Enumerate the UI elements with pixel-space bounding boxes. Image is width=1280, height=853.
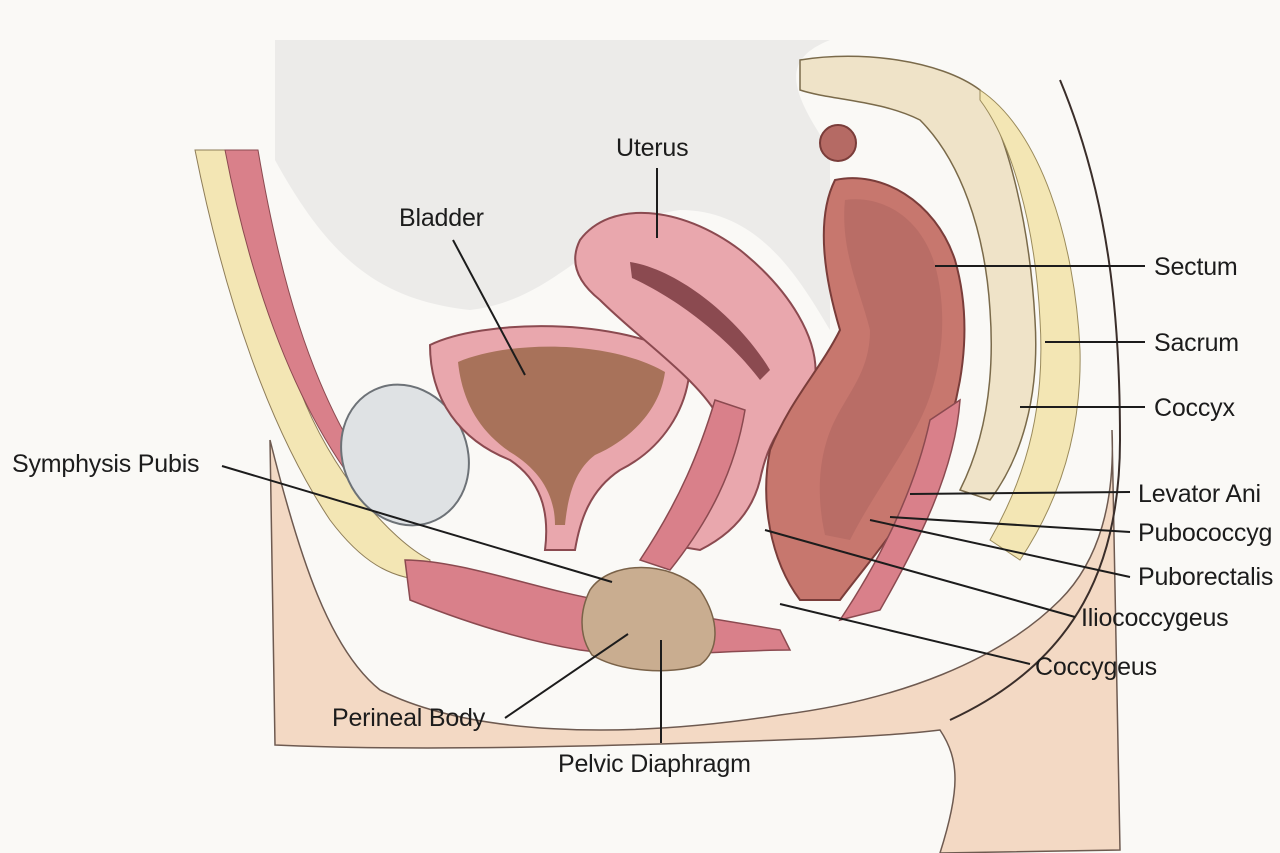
label-coccygeus: Coccygeus [1035,653,1157,681]
bladder-lumen [458,346,665,525]
label-pubococcygeus: Pubococcyg [1138,519,1273,547]
label-symphysis-pubis: Symphysis Pubis [12,450,200,478]
label-perineal-body: Perineal Body [332,704,486,732]
back-skin-outline [949,79,1122,721]
uterine-cavity [630,262,770,380]
leader-coccygeus [779,603,1031,665]
label-levator-ani: Levator Ani [1138,480,1261,508]
leader-bladder [452,239,526,376]
sigmoid-colon [819,124,857,162]
label-sacrum: Sacrum [1154,329,1239,357]
leader-lines [221,168,1145,743]
vagina [638,399,746,571]
body-skin [269,429,1121,853]
rectum-lumen [819,199,943,540]
levator-ani-muscle [838,398,961,622]
label-iliococcygeus: Iliococcygeus [1081,604,1229,632]
leader-symphysis-pubis [221,465,613,583]
uterus-body [574,211,817,552]
perineal-body-tissue [581,566,716,672]
leader-levator-ani [909,491,1131,495]
label-coccyx: Coccyx [1154,394,1235,422]
leader-perineal-body [504,633,629,719]
label-sectum: Sectum [1154,253,1238,281]
label-uterus: Uterus [616,134,689,162]
label-puborectalis: Puborectalis [1138,563,1274,591]
label-bladder: Bladder [399,204,484,232]
leader-puborectalis [869,519,1131,578]
peritoneal-cavity [275,40,830,330]
label-pelvic-diaphragm: Pelvic Diaphragm [558,750,751,778]
leader-pubococcygeus [889,516,1131,533]
leader-iliococcygeus [764,529,1076,618]
spine-fat [979,89,1081,561]
